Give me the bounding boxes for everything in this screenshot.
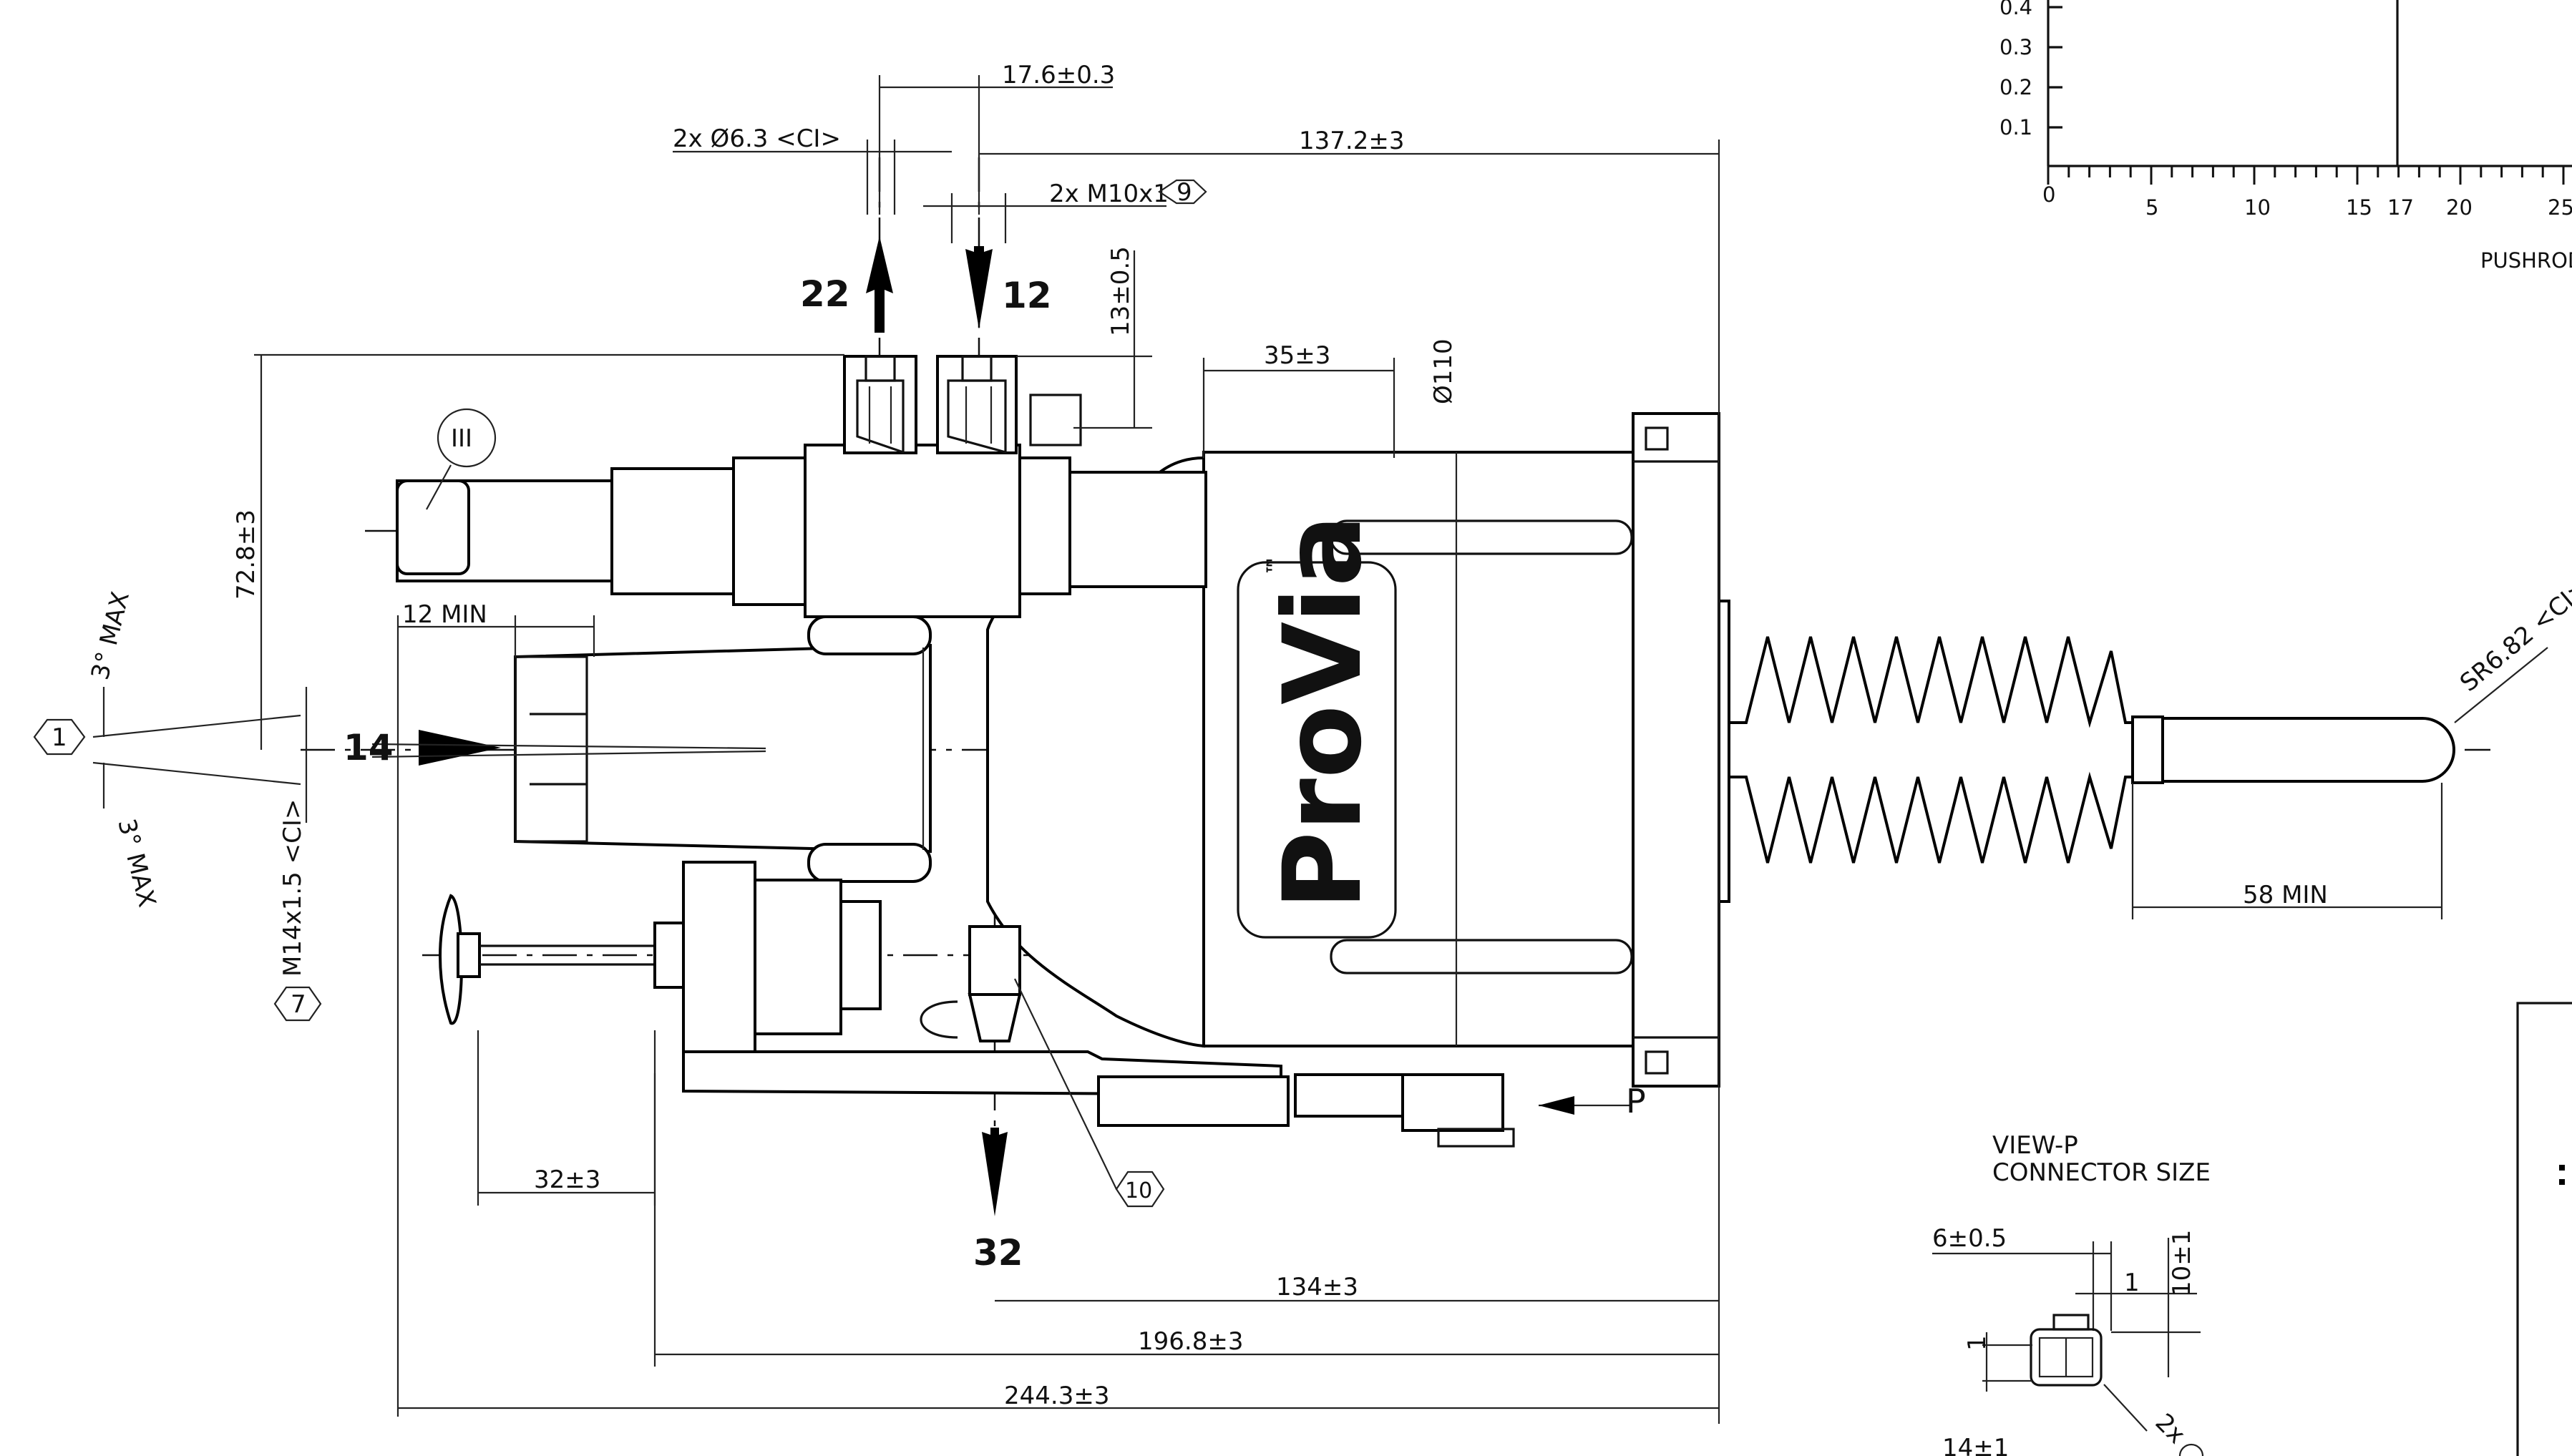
force-graph: 0.4 0.3 0.2 0.1 0 5 10 15 17 20 25 PUSHR… — [1999, 0, 2572, 273]
balloons: 9 1 7 10 III — [33, 178, 1207, 1208]
graph-x-tick-1: 5 — [2145, 195, 2158, 220]
port-arrows — [371, 236, 1632, 1216]
balloon-7: 7 — [291, 990, 306, 1019]
port-14: 14 — [344, 727, 394, 768]
graph-x-tick-5: 20 — [2446, 195, 2473, 220]
graph-y-tick-0: 0.4 — [1999, 0, 2032, 19]
dim-134: 134±3 — [1276, 1273, 1358, 1301]
view-p-marker: P — [1626, 1082, 1646, 1120]
logo-text: ProVia — [1261, 514, 1385, 910]
view-p-title: VIEW-P — [1992, 1131, 2078, 1160]
provia-logo: ProVia ™ — [1261, 514, 1385, 910]
view-p-subtitle: CONNECTOR SIZE — [1992, 1158, 2211, 1187]
graph-x-tick-6: 25 — [2548, 195, 2572, 220]
dim-2x-m10: 2x M10x1 — [1049, 180, 1169, 208]
logo-trademark: ™ — [1262, 555, 1286, 575]
port-32: 32 — [973, 1232, 1023, 1274]
dim-244-3: 244.3±3 — [1004, 1382, 1109, 1410]
dimension-labels: 17.6±0.3 2x Ø6.3 <CI> 137.2±3 2x M10x1 1… — [86, 61, 2572, 1410]
conn-dim-1b: 1 — [1963, 1335, 1992, 1351]
lower-assembly — [439, 861, 1515, 1148]
dim-12-min: 12 MIN — [402, 600, 487, 629]
dim-137-2: 137.2±3 — [1299, 127, 1404, 155]
dim-110: Ø110 — [1429, 338, 1458, 404]
balloon-1: 1 — [52, 723, 67, 752]
dim-58-min: 58 MIN — [2243, 881, 2328, 909]
graph-y-tick-1: 0.3 — [1999, 35, 2032, 59]
balloon-9: 9 — [1177, 178, 1192, 207]
conn-dim-10: 10±1 — [2168, 1230, 2196, 1296]
conn-dim-1a: 1 — [2124, 1269, 2140, 1297]
dimension-lines — [92, 75, 2548, 1424]
conn-dim-2x: 2x — [2150, 1408, 2191, 1450]
port-12: 12 — [1002, 275, 1052, 316]
dim-32: 32±3 — [534, 1166, 600, 1194]
dim-13: 13±0.5 — [1106, 246, 1135, 336]
balloon-iii: III — [451, 424, 472, 453]
dim-35: 35±3 — [1264, 341, 1330, 370]
dim-2x-6-3: 2x Ø6.3 <CI> — [673, 124, 841, 153]
graph-y-tick-2: 0.2 — [1999, 75, 2032, 99]
dim-sr: SR6.82 <CI> — [2455, 573, 2572, 698]
graph-x-minor-ticks — [2047, 166, 2565, 185]
main-housing — [514, 412, 1730, 1088]
view-p-detail: VIEW-P CONNECTOR SIZE 6±0.5 1 10±1 1 14±… — [1932, 1131, 2211, 1456]
title-block-edge — [2516, 1002, 2572, 1456]
graph-x-tick-0: 0 — [2042, 182, 2055, 207]
port-labels: 22 12 14 32 P — [344, 273, 1646, 1274]
graph-x-tick-2: 10 — [2244, 195, 2271, 220]
dim-m14: M14x1.5 <CI> — [278, 799, 307, 977]
dim-3-max-bottom: 3° MAX — [112, 816, 161, 910]
graph-x-tick-4: 17 — [2387, 195, 2414, 220]
pushrod-and-boot — [396, 479, 2455, 864]
graph-x-label: PUSHROD — [2480, 248, 2572, 273]
upper-valve-block — [396, 355, 1207, 618]
dim-3-max-top: 3° MAX — [86, 589, 135, 683]
graph-y-tick-3: 0.1 — [1999, 115, 2032, 140]
conn-dim-6: 6±0.5 — [1932, 1224, 2007, 1253]
balloon-10: 10 — [1125, 1178, 1152, 1203]
dim-17-6: 17.6±0.3 — [1002, 61, 1115, 89]
port-22: 22 — [800, 273, 850, 315]
dim-196-8: 196.8±3 — [1138, 1327, 1243, 1356]
dim-72-8: 72.8±3 — [232, 509, 260, 600]
conn-dim-14: 14±1 — [1942, 1434, 2009, 1456]
graph-x-tick-3: 15 — [2346, 195, 2372, 220]
